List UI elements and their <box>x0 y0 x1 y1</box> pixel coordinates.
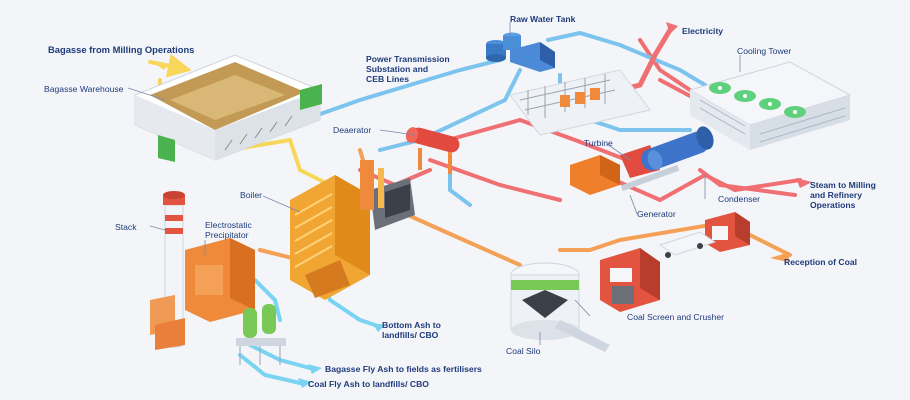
label-deaerator: Deaerator <box>333 125 372 135</box>
label-bottom-ash: Bottom Ash to landfills/ CBO <box>382 320 441 340</box>
label-boiler: Boiler <box>240 190 262 200</box>
label-electrostatic-precipitator: Electrostatic Precipitator <box>205 220 252 240</box>
electrostatic-precipitator <box>150 238 255 350</box>
deaerator <box>405 127 460 174</box>
raw-water-tank <box>486 32 555 72</box>
label-stack: Stack <box>115 222 137 232</box>
cooling-tower <box>688 61 852 150</box>
label-steam-line2: and Refinery <box>810 190 863 200</box>
label-cooling-tower: Cooling Tower <box>737 46 792 56</box>
label-esp-line1: Electrostatic <box>205 220 252 230</box>
label-bottom-ash-line1: Bottom Ash to <box>382 320 441 330</box>
label-bagasse-fly-ash: Bagasse Fly Ash to fields as fertilisers <box>325 364 482 374</box>
label-coal-fly-ash: Coal Fly Ash to landfills/ CBO <box>308 379 429 389</box>
label-condenser: Condenser <box>718 194 761 204</box>
boiler <box>290 160 415 300</box>
coal-silo <box>510 262 610 352</box>
leader-lines <box>127 22 741 345</box>
label-electricity: Electricity <box>682 26 724 36</box>
label-steam-line1: Steam to Milling <box>810 180 876 190</box>
label-bottom-ash-line2: landfills/ CBO <box>382 330 439 340</box>
label-generator: Generator <box>637 209 676 219</box>
label-turbine: Turbine <box>584 138 613 148</box>
label-steam-line3: Operations <box>810 200 856 210</box>
turbine-generator-set <box>570 126 714 195</box>
fly-ash-silos <box>236 304 286 365</box>
label-power-transmission-line2: Substation and <box>366 64 429 74</box>
label-reception-of-coal: Reception of Coal <box>784 257 858 267</box>
coal-reception-building <box>658 212 750 258</box>
coal-screen-crusher <box>600 248 660 312</box>
label-arrows <box>150 22 812 388</box>
label-bagasse-from-milling: Bagasse from Milling Operations <box>48 44 195 55</box>
label-coal-screen-crusher: Coal Screen and Crusher <box>627 312 724 322</box>
label-raw-water-tank: Raw Water Tank <box>510 14 576 24</box>
label-coal-silo: Coal Silo <box>506 346 541 356</box>
label-bagasse-warehouse: Bagasse Warehouse <box>44 84 124 94</box>
label-power-transmission: Power Transmission Substation and CEB Li… <box>366 54 450 84</box>
label-power-transmission-line3: CEB Lines <box>366 74 409 84</box>
label-esp-line2: Precipitator <box>205 230 249 240</box>
label-steam-to-milling: Steam to Milling and Refinery Operations <box>810 180 876 210</box>
bagasse-warehouse <box>134 54 322 162</box>
power-substation <box>509 69 651 136</box>
label-power-transmission-line1: Power Transmission <box>366 54 450 64</box>
